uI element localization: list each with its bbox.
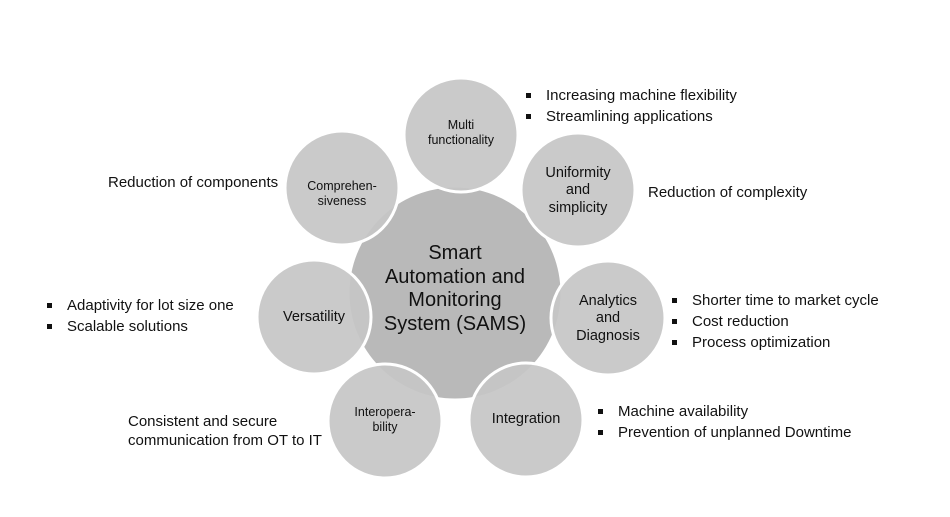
- node-label-line: Analytics: [578, 293, 638, 309]
- node-label-integration: Integration: [476, 411, 576, 428]
- center-label: Smart Automation and Monitoring System (…: [355, 242, 555, 336]
- center-label-line: Monitoring: [408, 289, 502, 312]
- annotation-bullet: Cost reduction: [670, 313, 879, 332]
- annotation-interop: Consistent and secure communication from…: [128, 413, 322, 451]
- annotation-versatility: Adaptivity for lot size one Scalable sol…: [45, 297, 234, 339]
- node-label-analytics: Analytics and Diagnosis: [558, 293, 658, 345]
- center-label-line: System (SAMS): [383, 312, 527, 335]
- annotation-bullet: Shorter time to market cycle: [670, 292, 879, 311]
- node-label-line: Integration: [491, 411, 561, 427]
- annotation-bullet: Scalable solutions: [45, 318, 234, 337]
- node-circle-analytics: [549, 259, 667, 377]
- node-label-line: and: [595, 310, 621, 327]
- node-circle-integration: [467, 361, 585, 479]
- annotation-bullet: Increasing machine flexibility: [524, 87, 737, 106]
- node-circle-versatility: [255, 258, 373, 376]
- annotation-comprehensiveness: Reduction of components: [108, 174, 278, 193]
- node-label-line: simplicity: [548, 199, 608, 216]
- annotation-bullet: Streamlining applications: [524, 108, 737, 127]
- annotation-text: Consistent and secure: [128, 413, 278, 430]
- annotation-uniformity: Reduction of complexity: [648, 184, 807, 203]
- node-circle-comprehensiveness: [283, 129, 401, 247]
- node-label-versatility: Versatility: [264, 309, 364, 326]
- center-label-line: Automation and: [384, 265, 526, 288]
- node-label-line: siveness: [317, 194, 367, 208]
- node-label-comprehensiveness: Comprehen- siveness: [292, 179, 392, 209]
- node-label-line: Comprehen-: [307, 179, 377, 193]
- annotation-bullet: Prevention of unplanned Downtime: [596, 424, 851, 443]
- annotation-integration: Machine availability Prevention of unpla…: [596, 403, 851, 445]
- node-label-line: and: [565, 182, 591, 199]
- annotation-text: communication from OT to IT: [128, 431, 322, 449]
- annotation-text: Reduction of components: [108, 174, 279, 191]
- node-label-line: Uniformity: [545, 165, 611, 181]
- node-label-line: bility: [372, 420, 398, 434]
- annotation-bullet: Process optimization: [670, 334, 879, 353]
- node-label-line: functionality: [427, 133, 494, 147]
- node-label-line: Multi: [447, 118, 475, 132]
- center-label-line: Smart: [428, 242, 482, 264]
- node-circle-interop: [326, 362, 444, 480]
- annotation-multi: Increasing machine flexibility Streamlin…: [524, 87, 737, 129]
- node-circle-multi: [402, 76, 520, 194]
- node-label-uniformity: Uniformity and simplicity: [528, 165, 628, 217]
- node-label-interop: Interopera- bility: [335, 405, 435, 435]
- node-label-line: Versatility: [282, 309, 346, 325]
- annotation-bullet: Adaptivity for lot size one: [45, 297, 234, 316]
- annotation-text: Reduction of complexity: [648, 184, 808, 201]
- node-label-line: Interopera-: [354, 405, 416, 419]
- node-label-line: Diagnosis: [576, 327, 640, 344]
- node-circle-uniformity: [519, 131, 637, 249]
- annotation-analytics: Shorter time to market cycle Cost reduct…: [670, 292, 879, 354]
- annotation-bullet: Machine availability: [596, 403, 851, 422]
- node-label-multi: Multi functionality: [411, 118, 511, 148]
